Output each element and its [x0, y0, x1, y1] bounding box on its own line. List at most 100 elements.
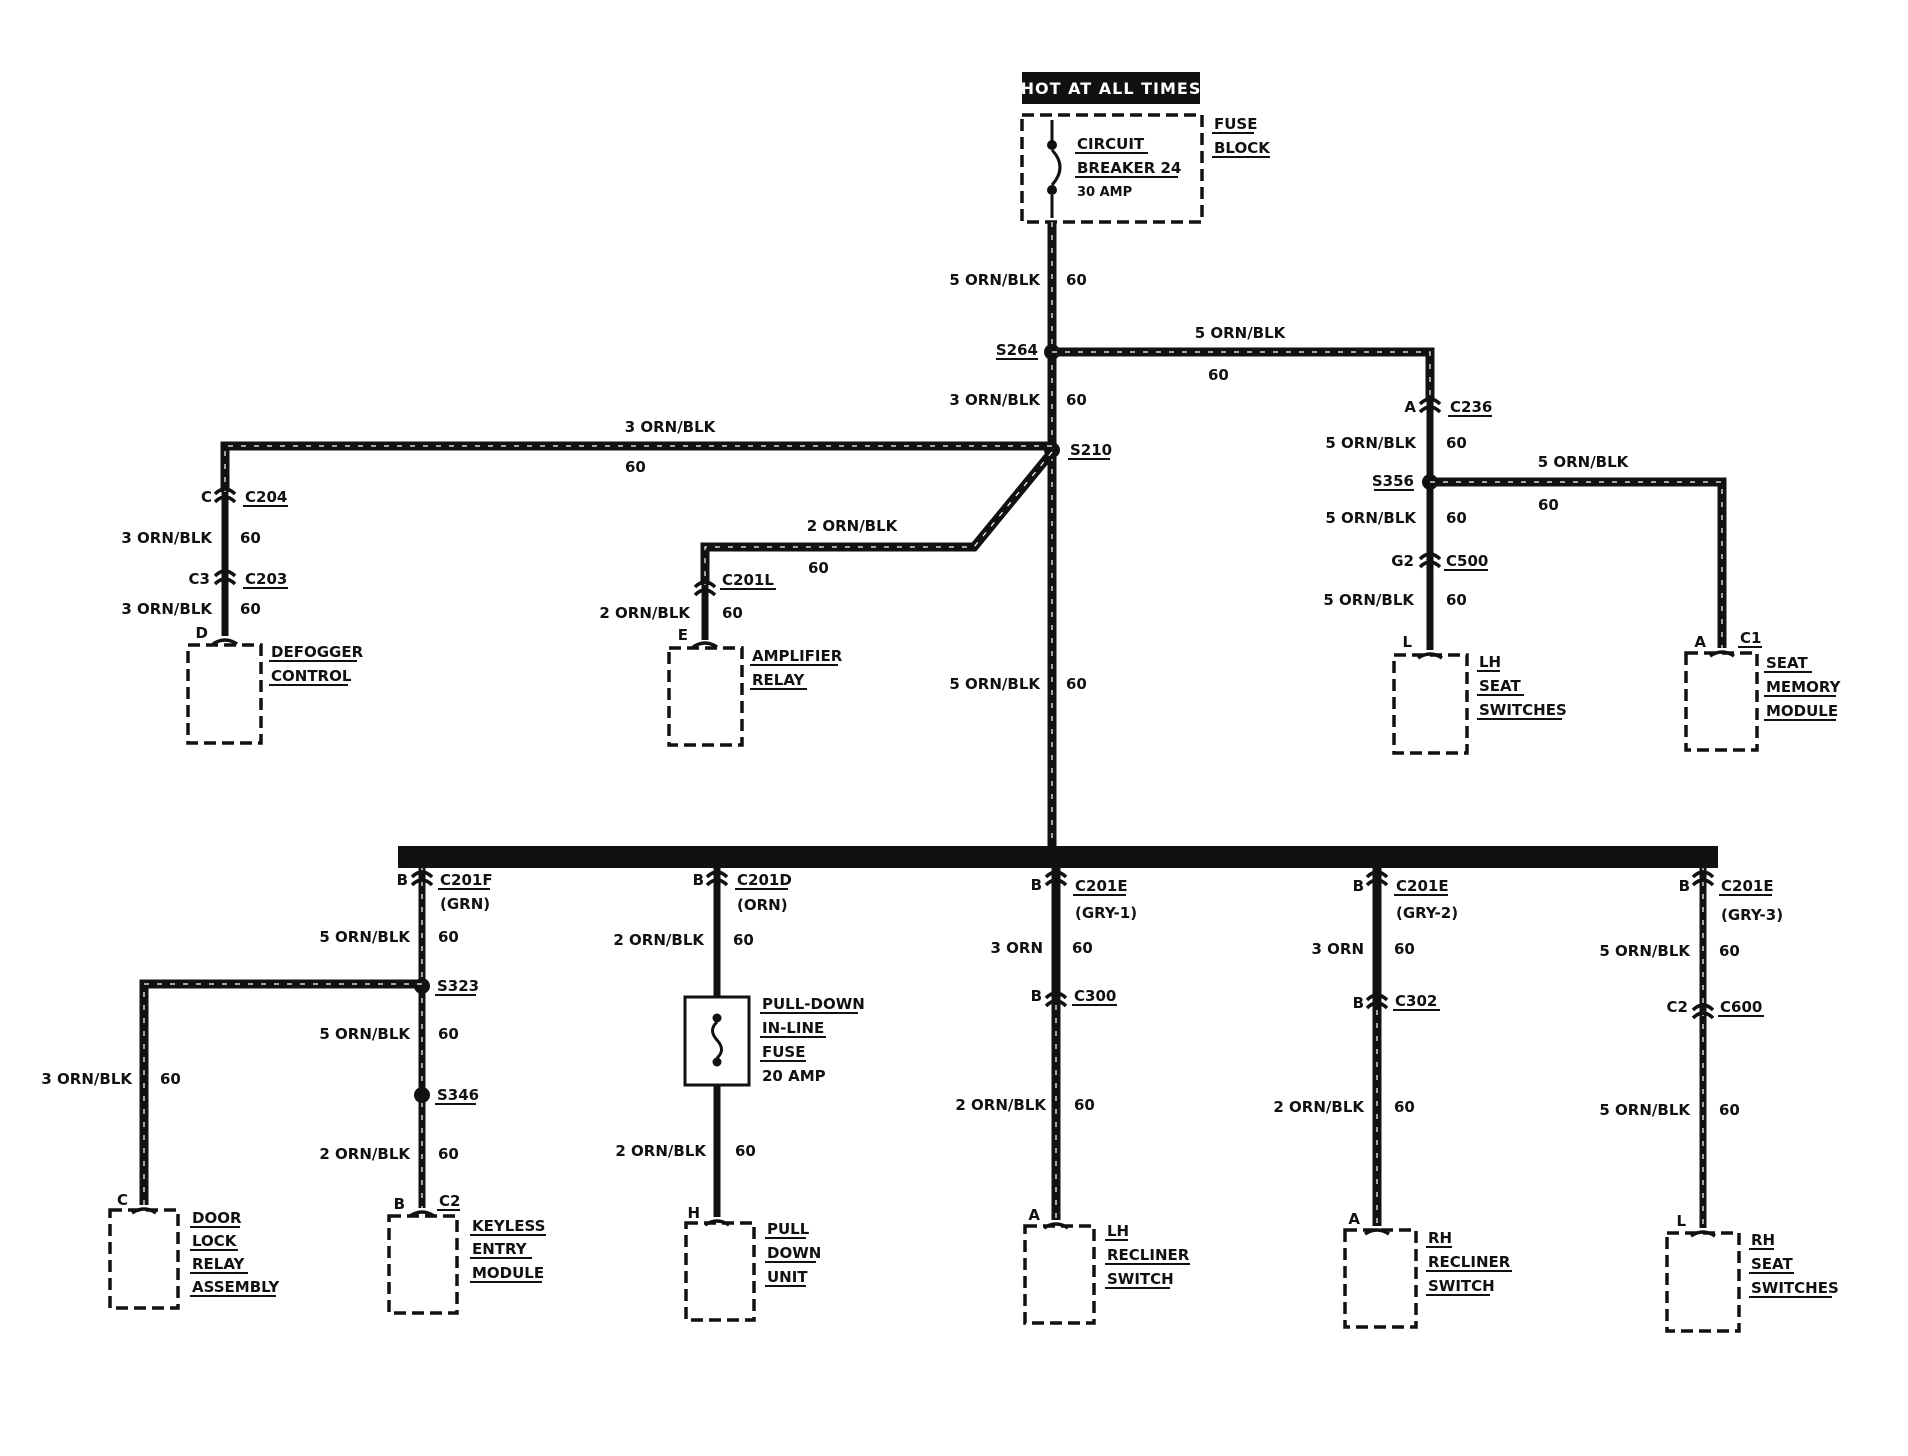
- wire-label: 2 ORN/BLK: [615, 1142, 707, 1160]
- connector-label-c201e-gry2: C201E: [1396, 877, 1449, 895]
- connector-label-c201d: C201D: [737, 871, 792, 889]
- wire-circuit: 60: [1394, 940, 1415, 958]
- connector-label-c204: C204: [245, 488, 287, 506]
- terminal-icon: [1364, 1228, 1390, 1236]
- wire-label: 5 ORN/BLK: [319, 1025, 411, 1043]
- component-pin: D: [196, 624, 208, 642]
- terminal-icon: [212, 638, 238, 646]
- component-label: RELAY: [752, 671, 806, 689]
- connector-pin: C: [201, 488, 212, 506]
- lh-recliner-switch-box: [1023, 1224, 1096, 1325]
- splice-label-s264: S264: [996, 341, 1038, 359]
- component-label: 20 AMP: [762, 1067, 826, 1085]
- component-label: RH: [1751, 1231, 1775, 1249]
- wire-label: 5 ORN/BLK: [319, 928, 411, 946]
- connector-pin: B: [1353, 877, 1364, 895]
- wire-circuit: 60: [625, 458, 646, 476]
- component-label: LOCK: [192, 1232, 238, 1250]
- wire-label: 5 ORN/BLK: [1538, 453, 1630, 471]
- component-label: IN-LINE: [762, 1019, 824, 1037]
- component-label: LH: [1107, 1222, 1129, 1240]
- seat-memory-module-box: [1684, 651, 1759, 752]
- circuit-breaker-label-line2: BREAKER 24: [1077, 159, 1181, 177]
- terminal-icon: [692, 641, 718, 649]
- wire-label: 5 ORN/BLK: [949, 271, 1041, 289]
- connector-color: (GRY-3): [1721, 906, 1783, 924]
- wire-label: 2 ORN/BLK: [319, 1145, 411, 1163]
- component-label: DEFOGGER: [271, 643, 364, 661]
- wire-s356-right: [1430, 477, 1727, 648]
- component-pin: L: [1676, 1212, 1686, 1230]
- splice-s346: [414, 1087, 430, 1103]
- connector-color: (GRY-1): [1075, 904, 1137, 922]
- connector-label-c201e-gry1: C201E: [1075, 877, 1128, 895]
- component-label: PULL-DOWN: [762, 995, 865, 1013]
- hot-at-all-times-banner: [1022, 72, 1200, 104]
- wire-circuit: 60: [808, 559, 829, 577]
- connector-color: (GRY-2): [1396, 904, 1458, 922]
- wire-circuit: 60: [1074, 1096, 1095, 1114]
- component-label: MEMORY: [1766, 678, 1842, 696]
- component-pin: A: [1348, 1210, 1360, 1228]
- connector-c236-icon: [1418, 397, 1442, 414]
- component-label: SEAT: [1479, 677, 1521, 695]
- wire-s210-amplifier: [700, 449, 1056, 585]
- connector-label-c236: C236: [1450, 398, 1492, 416]
- component-label: ASSEMBLY: [192, 1278, 280, 1296]
- fuse-block-title-line2: BLOCK: [1214, 139, 1271, 157]
- wire-circuit: 60: [1066, 391, 1087, 409]
- splice-label-s210: S210: [1070, 441, 1112, 459]
- component-label: RECLINER: [1428, 1253, 1511, 1271]
- wire-circuit: 60: [240, 529, 261, 547]
- component-pin: E: [678, 626, 688, 644]
- component-pin: A: [1028, 1206, 1040, 1224]
- circuit-breaker-rating: 30 AMP: [1077, 185, 1132, 200]
- wire-s210-left: [220, 441, 1052, 492]
- connector-pin: A: [1404, 398, 1416, 416]
- connector-c201e1-icon: [1044, 870, 1068, 887]
- component-label: SWITCH: [1107, 1270, 1174, 1288]
- wire-label: 2 ORN/BLK: [1273, 1098, 1365, 1116]
- wire-circuit: 60: [1394, 1098, 1415, 1116]
- connector-label-c201e-gry3: C201E: [1721, 877, 1774, 895]
- connector-c201d-icon: [705, 870, 729, 887]
- component-label: RELAY: [192, 1255, 246, 1273]
- wire-circuit: 60: [1446, 509, 1467, 527]
- wire-label: 5 ORN/BLK: [1599, 942, 1691, 960]
- hot-at-all-times-label: HOT AT ALL TIMES: [1021, 79, 1202, 98]
- connector-label-c203: C203: [245, 570, 287, 588]
- wire-label: 2 ORN/BLK: [955, 1096, 1047, 1114]
- wire-circuit: 60: [438, 1025, 459, 1043]
- wire-circuit: 60: [1538, 496, 1559, 514]
- wire-circuit: 60: [160, 1070, 181, 1088]
- wire-s323-door: [139, 979, 422, 1205]
- wire-circuit: 60: [1066, 675, 1087, 693]
- component-label: SEAT: [1751, 1255, 1793, 1273]
- wire-circuit: 60: [438, 1145, 459, 1163]
- connector-c201f-icon: [410, 870, 434, 887]
- component-label: AMPLIFIER: [752, 647, 843, 665]
- splice-label-s323: S323: [437, 977, 479, 995]
- wire-label: 2 ORN/BLK: [599, 604, 691, 622]
- connector-c302-icon: [1365, 993, 1389, 1010]
- door-lock-relay-box: [108, 1208, 180, 1310]
- component-label: MODULE: [472, 1264, 544, 1282]
- connector-label-c600: C600: [1720, 998, 1762, 1016]
- fuse-block-title: FUSE: [1214, 115, 1257, 133]
- connector-c201e2-icon: [1365, 870, 1389, 887]
- connector-color: (GRN): [440, 895, 490, 913]
- component-label: KEYLESS: [472, 1217, 545, 1235]
- connector-pin: B: [1353, 994, 1364, 1012]
- connector-label-c1: C1: [1740, 629, 1761, 647]
- wire-label: 3 ORN/BLK: [121, 600, 213, 618]
- lh-seat-switches-box: [1392, 653, 1469, 755]
- wire-circuit: 60: [735, 1142, 756, 1160]
- component-label: LH: [1479, 653, 1501, 671]
- component-label: RECLINER: [1107, 1246, 1190, 1264]
- connector-color: (ORN): [737, 896, 788, 914]
- connector-c203-icon: [213, 569, 237, 586]
- splice-label-s346: S346: [437, 1086, 479, 1104]
- wire-label: 3 ORN/BLK: [41, 1070, 133, 1088]
- connector-c600-icon: [1691, 1003, 1715, 1020]
